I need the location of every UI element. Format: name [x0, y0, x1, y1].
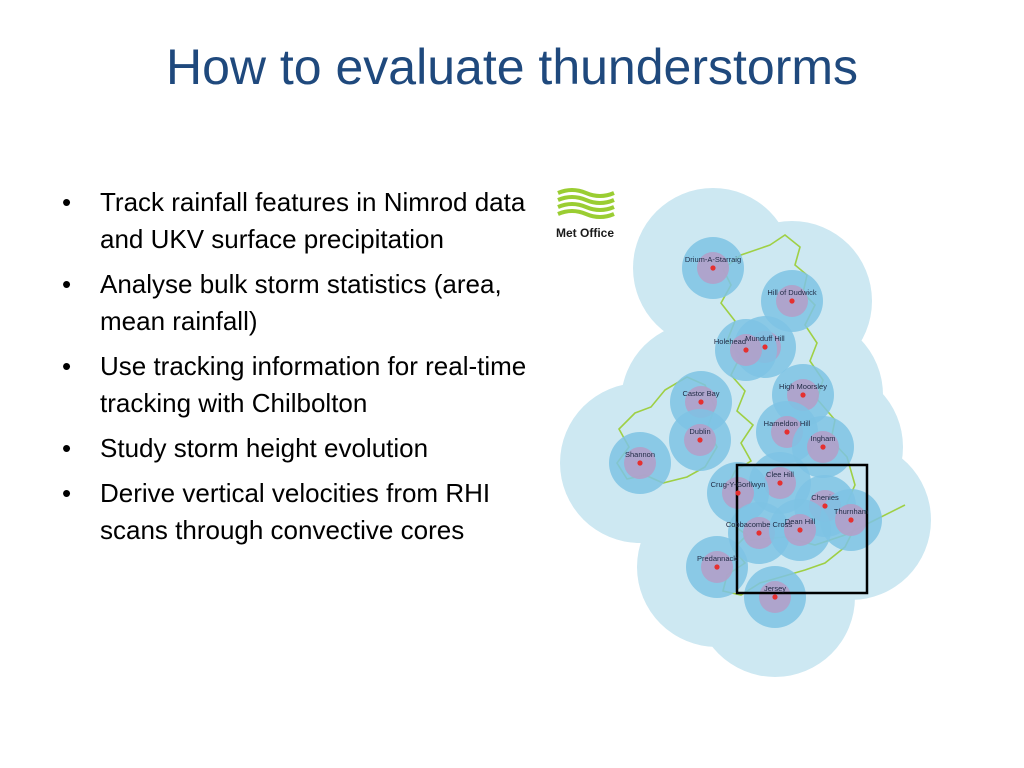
radar-site-marker: [777, 480, 783, 486]
radar-site-label: Castor Bay: [682, 389, 719, 398]
bullet-dot-icon: •: [62, 187, 72, 217]
radar-site-label: Crug-Y-Gorllwyn: [711, 480, 766, 489]
radar-site-label: Hameldon Hill: [764, 419, 811, 428]
radar-site-marker: [697, 437, 703, 443]
bullet-item: • Derive vertical velocities from RHI sca…: [58, 475, 528, 549]
bullet-item: • Analyse bulk storm statistics (area, me…: [58, 266, 528, 340]
bullet-text: Track rainfall features in Nimrod data a…: [100, 187, 526, 254]
bullet-item: • Track rainfall features in Nimrod data …: [58, 184, 528, 258]
logo-wave: [557, 209, 615, 219]
bullet-text: Analyse bulk storm statistics (area, mea…: [100, 269, 502, 336]
radar-site-marker: [743, 347, 749, 353]
bullet-dot-icon: •: [62, 433, 72, 463]
logo-text: Met Office: [556, 226, 614, 240]
radar-site-marker: [848, 517, 854, 523]
radar-site-label: Holehead: [714, 337, 746, 346]
radar-site-marker: [797, 527, 803, 533]
study-area-box: [735, 463, 869, 595]
radar-site-label: Shannon: [625, 450, 655, 459]
bullet-dot-icon: •: [62, 351, 72, 381]
radar-inner-rings: [609, 237, 882, 628]
logo-wave: [557, 195, 615, 205]
bullet-dot-icon: •: [62, 269, 72, 299]
radar-site-marker: [637, 460, 643, 466]
bullet-text: Derive vertical velocities from RHI scan…: [100, 478, 491, 545]
radar-site-label: Drium-A-Starraig: [685, 255, 741, 264]
radar-site-label: Dublin: [689, 427, 710, 436]
bullet-text: Study storm height evolution: [100, 433, 429, 463]
radar-site-label: Chenies: [811, 493, 839, 502]
bullet-item: • Use tracking information for real-time …: [58, 348, 528, 422]
radar-site-marker: [822, 503, 828, 509]
radar-site-label: Cobbacombe Cross: [726, 520, 793, 529]
radar-site-marker: [756, 530, 762, 536]
radar-site-marker: [735, 490, 741, 496]
bullet-dot-icon: •: [62, 478, 72, 508]
radar-site-label: Jersey: [764, 584, 786, 593]
radar-site-label: High Moorsley: [779, 382, 827, 391]
radar-site-marker: [800, 392, 806, 398]
radar-site-marker: [714, 564, 720, 570]
radar-site-label: Predannack: [697, 554, 737, 563]
radar-site-label: Clee Hill: [766, 470, 794, 479]
slide-title: How to evaluate thunderstorms: [165, 39, 859, 95]
bullet-list: • Track rainfall features in Nimrod data …: [58, 184, 528, 557]
radar-site-label: Munduff Hill: [745, 334, 785, 343]
bullet-text: Use tracking information for real-time t…: [100, 351, 527, 418]
radar-site-label: Hill of Dudwick: [767, 288, 816, 297]
radar-site-marker: [820, 444, 826, 450]
radar-site-marker: [789, 298, 795, 304]
radar-site-marker: [772, 594, 778, 600]
radar-site-label: Dean Hill: [785, 517, 816, 526]
radar-site-label: Thurnham: [834, 507, 868, 516]
radar-site-marker: [762, 344, 768, 350]
bullet-item: • Study storm height evolution: [58, 430, 528, 467]
logo-wave: [557, 188, 615, 198]
radar-site-label: Ingham: [810, 434, 835, 443]
radar-site-marker: [698, 399, 704, 405]
logo-wave: [557, 202, 615, 212]
met-office-logo: Met Office: [556, 188, 615, 240]
radar-site-marker: [784, 429, 790, 435]
radar-site-marker: [710, 265, 716, 271]
met-office-wave-logo-icon: [557, 188, 615, 219]
